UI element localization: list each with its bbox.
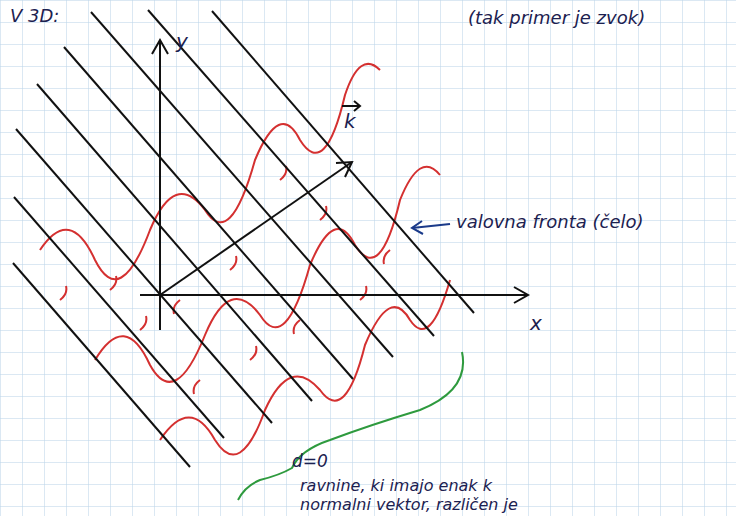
wave-curves xyxy=(40,64,450,455)
axis-label: y xyxy=(176,30,188,53)
note-text: ravnine, ki imajo enak k normalni vektor… xyxy=(300,477,562,514)
wavefront-label: valovna fronta (čelo) xyxy=(456,212,644,233)
note-text: (tak primer je zvok) xyxy=(468,8,645,29)
distance-label: d=0 xyxy=(292,452,328,472)
axis-label: x xyxy=(530,312,542,335)
vector-label: k xyxy=(344,110,356,133)
leader-arrow xyxy=(412,221,450,234)
axes xyxy=(140,40,528,330)
section-heading: V 3D: xyxy=(10,6,59,27)
wavefront-planes xyxy=(13,10,474,467)
